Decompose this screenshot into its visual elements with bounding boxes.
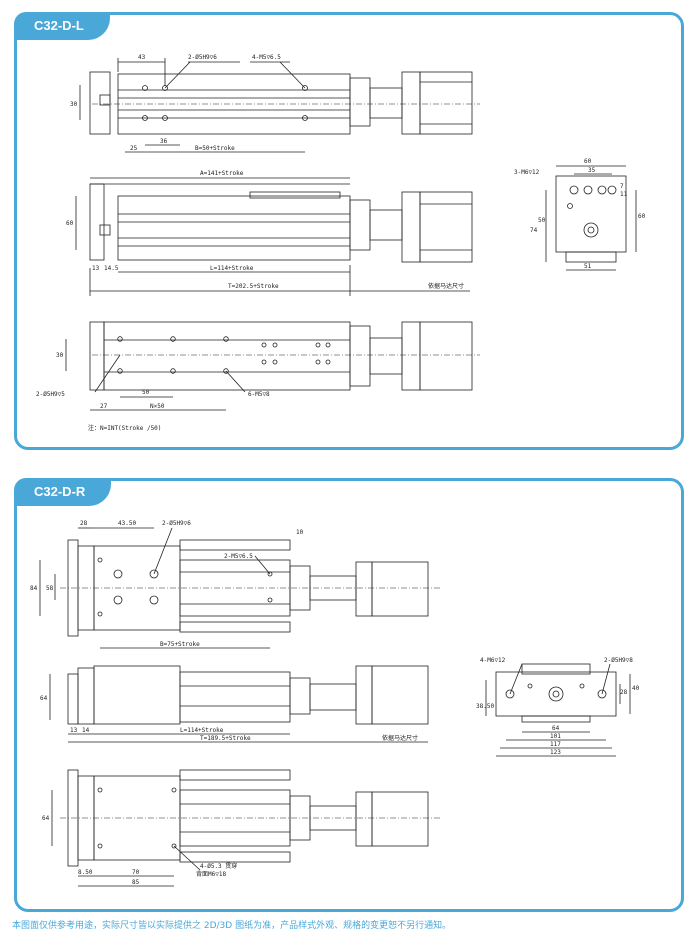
s2-top-view (39, 527, 440, 649)
s2-end-3850: 38.50 (476, 703, 494, 710)
s2-bottom-70: 70 (132, 869, 140, 876)
s2-bottom-85: 85 (132, 879, 140, 886)
s1-side-view (75, 177, 473, 296)
s1-end-7: 7 (620, 183, 624, 190)
tab-c32-d-r[interactable]: C32-D-R (14, 478, 112, 506)
s1-top-36: 36 (160, 138, 168, 145)
s1-note: 注：N=INT(Stroke /50) (88, 424, 161, 432)
s1-end-60: 60 (584, 158, 592, 165)
s2-end-m6: 4-M6▽12 (480, 657, 506, 664)
footnote: 本图面仅供参考用途，实际尺寸皆以实际提供之 2D/3D 图纸为准，产品样式外观、… (12, 921, 452, 931)
s1-side-motor: 依据马达尺寸 (428, 282, 464, 290)
s2-bottom-hole: 4-Ø5.3 贯穿 (200, 862, 237, 870)
s1-bottom-50: 50 (142, 389, 150, 396)
s1-bottom-view (65, 321, 480, 411)
s1-bottom-30: 30 (56, 352, 64, 359)
s2-side-13: 13 (70, 727, 78, 734)
s1-top-25: 25 (130, 145, 138, 152)
s1-bottom-hole2: 6-M5▽8 (248, 391, 270, 398)
s2-top-10: 10 (296, 529, 304, 536)
s1-side-a: A=141+Stroke (200, 170, 244, 177)
s2-bottom-hole-b: 背面M6▽18 (196, 870, 226, 878)
s2-bottom-64: 64 (42, 815, 50, 822)
s1-side-t: T=202.5+Stroke (228, 283, 279, 290)
s1-end-35: 35 (588, 167, 596, 174)
s2-end-hole: 2-Ø5H9▽8 (604, 657, 633, 664)
s1-end-74: 74 (530, 227, 538, 234)
s2-end-117: 117 (550, 741, 561, 748)
s2-side-view (49, 665, 429, 743)
s2-bottom-view (51, 769, 440, 887)
s1-bottom-27: 27 (100, 403, 108, 410)
s2-end-64: 64 (552, 725, 560, 732)
s1-side-60: 60 (66, 220, 74, 227)
s1-top-hole1: 2-Ø5H9▽6 (188, 54, 217, 61)
s2-top-b: B=75+Stroke (160, 641, 200, 648)
s1-top-hole2: 4-M5▽6.5 (252, 54, 281, 61)
s2-top-hole2: 2-M5▽6.5 (224, 553, 253, 560)
s1-end-view (545, 165, 637, 271)
panel-c32-d-r: C32-D-R (14, 478, 684, 912)
s2-side-t: T=189.5+Stroke (200, 735, 251, 742)
s2-bottom-850: 8.50 (78, 869, 93, 876)
tab-c32-d-l[interactable]: C32-D-L (14, 12, 110, 40)
s1-bottom-n50: N×50 (150, 403, 165, 410)
s1-top-43: 43 (138, 54, 146, 61)
s2-top-58: 58 (46, 585, 54, 592)
s1-bottom-hole1: 2-Ø5H9▽5 (36, 391, 65, 398)
s1-top-view (79, 58, 480, 153)
s2-side-14: 14 (82, 727, 90, 734)
s1-side-13: 13 (92, 265, 100, 272)
s1-top-b: B=50+Stroke (195, 145, 235, 152)
s1-end-11: 11 (620, 191, 628, 198)
s2-side-l: L=114+Stroke (180, 727, 224, 734)
s2-end-40: 40 (632, 685, 640, 692)
s1-end-m6: 3-M6▽12 (514, 169, 540, 176)
s1-side-l: L=114+Stroke (210, 265, 254, 272)
s2-side-motor: 依据马达尺寸 (382, 734, 418, 742)
s2-end-view (485, 663, 631, 757)
s2-end-101: 101 (550, 733, 561, 740)
s1-top-30: 30 (70, 101, 78, 108)
s2-top-hole1: 2-Ø5H9▽6 (162, 520, 191, 527)
s1-end-51: 51 (584, 263, 592, 270)
s2-end-28: 28 (620, 689, 628, 696)
s2-top-84: 84 (30, 585, 38, 592)
s1-end-60r: 60 (638, 213, 646, 220)
s1-side-14: 14.5 (104, 265, 119, 272)
s2-top-4350: 43.50 (118, 520, 136, 527)
s2-end-123: 123 (550, 749, 561, 756)
s2-top-28: 28 (80, 520, 88, 527)
s1-end-50: 50 (538, 217, 546, 224)
s2-side-64: 64 (40, 695, 48, 702)
